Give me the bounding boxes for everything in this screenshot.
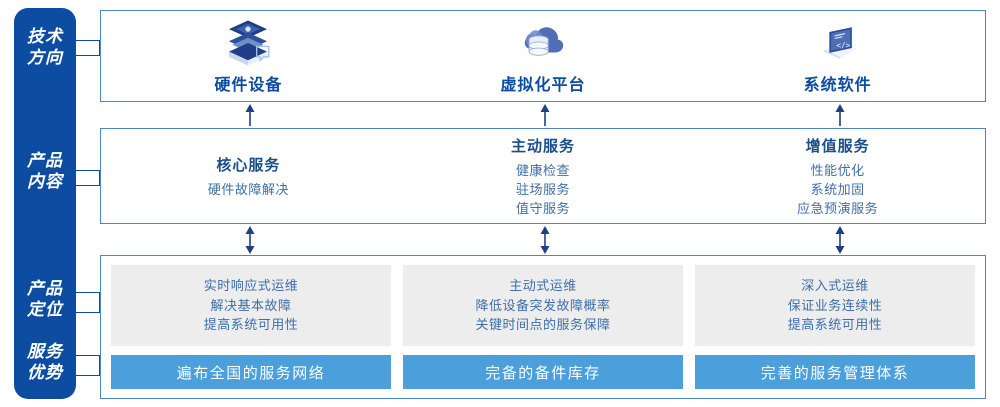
arrow-up-system-software xyxy=(835,104,845,126)
content-title-proactive-service: 主动服务 xyxy=(511,137,576,155)
arrow-up-hardware xyxy=(245,104,255,126)
connector-advantage-top xyxy=(76,355,100,357)
laptop-code-icon: </> xyxy=(823,27,857,59)
content-line: 健康检查 xyxy=(516,162,571,178)
connector-advantage-vertical xyxy=(99,355,101,376)
tech-title-hardware: 硬件设备 xyxy=(214,77,283,94)
advantage-bar-service-network[interactable]: 遍布全国的服务网络 xyxy=(111,355,391,389)
connector-position-vertical xyxy=(99,292,101,313)
connector-position-bottom xyxy=(76,312,100,314)
arrow-up-virtualization xyxy=(540,104,550,126)
rail-label-tech-direction: 技术 方向 xyxy=(27,27,63,67)
connector-tech-top xyxy=(76,40,100,42)
tech-item-hardware[interactable]: 硬件设备 xyxy=(101,11,396,101)
connector-content-vertical xyxy=(99,170,101,186)
positioning-line: 关键时间点的服务保障 xyxy=(475,317,611,333)
svg-text:</>: </> xyxy=(836,41,850,50)
tech-item-virtualization[interactable]: 虚拟化平台 xyxy=(396,11,691,101)
advantage-bar-management-system[interactable]: 完善的服务管理体系 xyxy=(695,355,975,389)
positioning-card[interactable]: 实时响应式运维 解决基本故障 提高系统可用性 xyxy=(111,265,391,346)
advantage-bar-spare-parts[interactable]: 完备的备件库存 xyxy=(403,355,683,389)
content-item-value-added-service[interactable]: 增值服务 性能优化 系统加固 应急预演服务 xyxy=(690,129,985,223)
content-item-core-service[interactable]: 核心服务 硬件故障解决 xyxy=(101,129,396,223)
arrow-bidirectional-right xyxy=(835,226,845,254)
content-title-value-added-service: 增值服务 xyxy=(805,137,870,155)
server-stack-icon xyxy=(229,20,270,66)
content-line: 系统加固 xyxy=(810,181,865,197)
rail-label-service-advantage: 服务 优势 xyxy=(27,342,63,382)
positioning-card[interactable]: 深入式运维 保证业务连续性 提高系统可用性 xyxy=(695,265,975,346)
advantage-bar-row: 遍布全国的服务网络 完备的备件库存 完善的服务管理体系 xyxy=(111,355,975,389)
content-line: 硬件故障解决 xyxy=(207,181,289,197)
content-line: 性能优化 xyxy=(810,162,865,178)
section-tech-direction: 硬件设备 虚拟化平台 xyxy=(100,10,986,102)
connector-position-top xyxy=(76,292,100,294)
category-rail xyxy=(14,8,76,399)
content-item-proactive-service[interactable]: 主动服务 健康检查 驻场服务 值守服务 xyxy=(396,129,691,223)
arrow-bidirectional-center xyxy=(540,226,550,254)
connector-content-bottom xyxy=(76,185,100,187)
tech-title-virtualization: 虚拟化平台 xyxy=(500,77,586,94)
content-title-core-service: 核心服务 xyxy=(216,156,281,174)
arrow-bidirectional-left xyxy=(245,226,255,254)
positioning-line: 解决基本故障 xyxy=(210,297,292,313)
positioning-card-row: 实时响应式运维 解决基本故障 提高系统可用性 主动式运维 降低设备突发故障概率 … xyxy=(111,265,975,346)
connector-advantage-bottom xyxy=(76,375,100,377)
rail-label-product-position: 产品 定位 xyxy=(27,279,63,319)
cloud-database-icon xyxy=(524,27,564,56)
connector-content-top xyxy=(76,170,100,172)
positioning-line: 保证业务连续性 xyxy=(787,297,883,313)
positioning-line: 主动式运维 xyxy=(509,278,577,294)
connector-tech-bottom xyxy=(76,55,100,57)
positioning-line: 实时响应式运维 xyxy=(203,278,299,294)
rail-label-product-content: 产品 内容 xyxy=(27,151,63,191)
tech-title-system-software: 系统软件 xyxy=(803,77,872,94)
tech-item-system-software[interactable]: </> 系统软件 xyxy=(690,11,985,101)
section-product-content: 核心服务 硬件故障解决 主动服务 健康检查 驻场服务 值守服务 增值服务 性能优… xyxy=(100,128,986,224)
positioning-line: 提高系统可用性 xyxy=(203,317,299,333)
content-line: 驻场服务 xyxy=(516,181,571,197)
positioning-line: 深入式运维 xyxy=(801,278,869,294)
positioning-line: 提高系统可用性 xyxy=(787,317,883,333)
content-line: 应急预演服务 xyxy=(797,200,879,216)
section-positioning-advantages: 实时响应式运维 解决基本故障 提高系统可用性 主动式运维 降低设备突发故障概率 … xyxy=(100,255,986,399)
positioning-card[interactable]: 主动式运维 降低设备突发故障概率 关键时间点的服务保障 xyxy=(403,265,683,346)
content-line: 值守服务 xyxy=(516,200,571,216)
connector-tech-vertical xyxy=(99,40,101,56)
positioning-line: 降低设备突发故障概率 xyxy=(475,297,611,313)
